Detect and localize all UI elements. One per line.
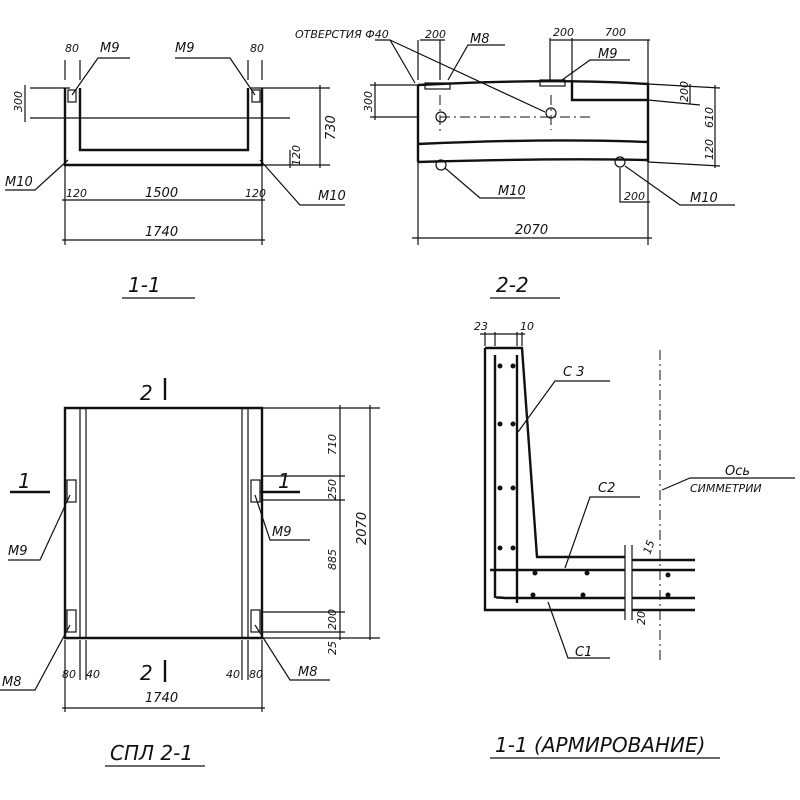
axis-label-line-2: СИММЕТРИИ <box>690 482 762 495</box>
dim-15: 15 <box>641 538 658 556</box>
mark-m9-left: M9 <box>100 41 120 56</box>
dim-2070: 2070 <box>355 512 370 545</box>
dim-200-bottom: 200 <box>624 190 645 203</box>
dim-25: 25 <box>326 641 339 655</box>
dim-10: 10 <box>520 320 534 333</box>
axis-label-line-1: Ось <box>725 464 750 479</box>
reinforcement-outline <box>483 346 695 612</box>
dim-1740: 1740 <box>145 225 178 240</box>
plan-outline <box>63 406 264 640</box>
dim-120-right: 120 <box>245 187 266 200</box>
mark-m10-left: M10 <box>498 184 526 199</box>
dim-80-left: 80 <box>62 668 76 681</box>
mark-m10-right: M10 <box>318 189 346 204</box>
reinforcement-section: 23 10 C 3 C2 C1 Ось СИММЕТРИИ 15 20 1-1 … <box>474 320 795 759</box>
holes-label: ОТВЕРСТИЯ Ф40 <box>295 28 389 41</box>
section-1-1-outline <box>63 88 264 167</box>
section-1-left-marker: 1 <box>18 469 31 493</box>
dim-80-right: 80 <box>250 42 264 55</box>
section-2-2-outline <box>416 80 650 164</box>
dim-885: 885 <box>326 549 339 570</box>
mark-m9-right: M9 <box>272 525 292 540</box>
mark-m8-right: M8 <box>298 665 318 680</box>
dim-1740: 1740 <box>145 691 178 706</box>
dim-300: 300 <box>362 91 375 112</box>
dim-200-right: 200 <box>678 81 691 102</box>
mark-m10-left: M10 <box>5 175 33 190</box>
dim-200: 200 <box>326 609 339 630</box>
dim-120: 120 <box>703 139 716 160</box>
dim-250: 250 <box>326 479 339 500</box>
plan-title: СПЛ 2-1 <box>110 741 193 765</box>
section-1-1-title: 1-1 <box>128 273 161 297</box>
mark-m8: M8 <box>470 32 490 47</box>
mark-m9: M9 <box>598 47 618 62</box>
section-2-top-marker: 2 <box>140 381 153 405</box>
dim-200-b: 200 <box>553 26 574 39</box>
mark-m8-left: M8 <box>2 675 22 690</box>
dim-120-left: 120 <box>66 187 87 200</box>
dim-300: 300 <box>12 91 25 112</box>
plan-view: 2 2 1 1 M9 M9 M8 M8 710 250 885 200 25 2… <box>0 378 380 767</box>
dim-710: 710 <box>326 434 339 455</box>
section-2-2-title: 2-2 <box>496 273 529 297</box>
dim-120-vertical: 120 <box>290 145 303 166</box>
dim-610: 610 <box>703 107 716 128</box>
dim-200-a: 200 <box>425 28 446 41</box>
section-1-1: 80 M9 M9 80 300 730 120 M10 M10 120 1500… <box>5 41 346 299</box>
dim-1500: 1500 <box>145 186 178 201</box>
dim-80-right: 80 <box>249 668 263 681</box>
reinforcement-title: 1-1 (АРМИРОВАНИЕ) <box>495 733 705 757</box>
mark-c1: C1 <box>575 645 592 660</box>
rebar-dots <box>497 363 671 598</box>
mark-m9-left: M9 <box>8 544 28 559</box>
mark-c3: C 3 <box>563 365 584 380</box>
mark-m9-right: M9 <box>175 41 195 56</box>
section-2-bottom-marker: 2 <box>140 661 153 685</box>
dim-80-left: 80 <box>65 42 79 55</box>
section-2-2: ОТВЕРСТИЯ Ф40 200 M8 200 700 M9 300 200 … <box>295 26 735 299</box>
dim-40-right: 40 <box>226 668 240 681</box>
dim-20: 20 <box>635 611 648 625</box>
dim-2070: 2070 <box>515 223 548 238</box>
dim-730: 730 <box>324 115 339 140</box>
dim-700: 700 <box>605 26 626 39</box>
mark-m10-right: M10 <box>690 191 718 206</box>
mark-c2: C2 <box>598 481 615 496</box>
section-1-right-marker: 1 <box>278 469 291 493</box>
dim-40-left: 40 <box>86 668 100 681</box>
dim-23: 23 <box>474 320 488 333</box>
